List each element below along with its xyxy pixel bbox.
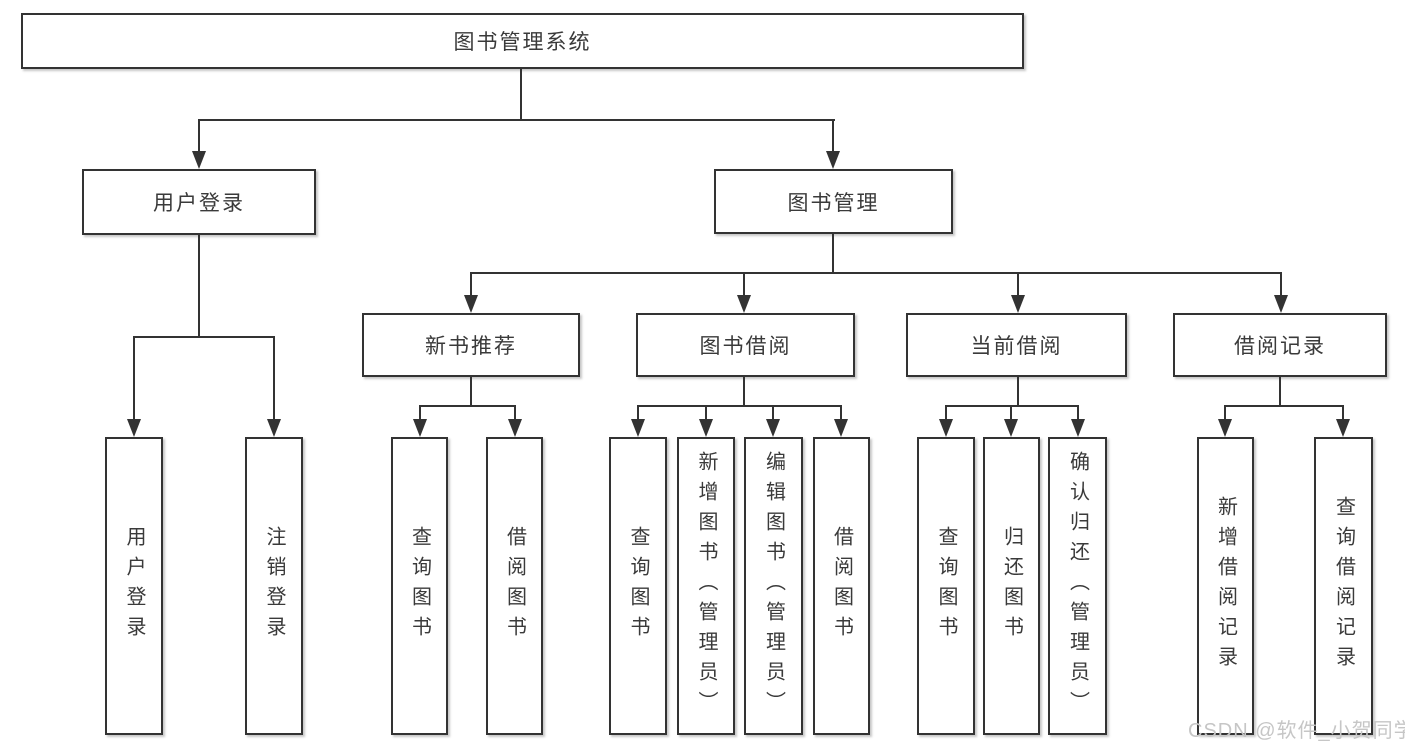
connector-line — [1342, 405, 1344, 421]
connector-line — [419, 405, 421, 421]
connector-line — [743, 376, 745, 407]
leaf-query-borrow-record: 查询借阅记录 — [1314, 437, 1373, 735]
connector-line — [1224, 405, 1226, 421]
node-user-login: 用户登录 — [82, 169, 316, 235]
leaf-add-book-admin: 新增图书（管理员） — [677, 437, 735, 735]
arrow-down-icon — [834, 419, 848, 437]
arrow-down-icon — [699, 419, 713, 437]
arrow-down-icon — [508, 419, 522, 437]
arrow-down-icon — [1274, 295, 1288, 313]
leaf-borrow-books-recommend: 借阅图书 — [486, 437, 543, 735]
connector-line — [945, 405, 1079, 407]
arrow-down-icon — [192, 151, 206, 169]
arrow-down-icon — [1011, 295, 1025, 313]
arrow-down-icon — [737, 295, 751, 313]
connector-line — [1280, 272, 1282, 297]
leaf-add-borrow-record: 新增借阅记录 — [1197, 437, 1254, 735]
leaf-return-books: 归还图书 — [983, 437, 1040, 735]
connector-line — [1010, 405, 1012, 421]
leaf-logout: 注销登录 — [245, 437, 303, 735]
connector-line — [637, 405, 639, 421]
connector-line — [273, 336, 275, 421]
node-book-borrow: 图书借阅 — [636, 313, 855, 377]
connector-line — [637, 405, 842, 407]
arrow-down-icon — [413, 419, 427, 437]
connector-line — [419, 405, 516, 407]
leaf-query-books-current: 查询图书 — [917, 437, 975, 735]
connector-line — [198, 119, 200, 153]
connector-line — [470, 272, 472, 297]
connector-line — [1017, 272, 1019, 297]
connector-line — [772, 405, 774, 421]
arrow-down-icon — [939, 419, 953, 437]
connector-line — [1017, 376, 1019, 407]
connector-line — [198, 119, 835, 121]
connector-line — [514, 405, 516, 421]
arrow-down-icon — [631, 419, 645, 437]
connector-line — [743, 272, 745, 297]
arrow-down-icon — [1218, 419, 1232, 437]
leaf-borrow-books: 借阅图书 — [813, 437, 870, 735]
node-borrow-records: 借阅记录 — [1173, 313, 1387, 377]
node-book-management: 图书管理 — [714, 169, 953, 234]
connector-line — [198, 234, 200, 338]
connector-line — [705, 405, 707, 421]
arrow-down-icon — [127, 419, 141, 437]
arrow-down-icon — [826, 151, 840, 169]
connector-line — [832, 119, 834, 153]
arrow-down-icon — [1336, 419, 1350, 437]
connector-line — [133, 336, 135, 421]
arrow-down-icon — [1071, 419, 1085, 437]
node-new-book-recommend: 新书推荐 — [362, 313, 580, 377]
leaf-user-login: 用户登录 — [105, 437, 163, 735]
connector-line — [840, 405, 842, 421]
arrow-down-icon — [1004, 419, 1018, 437]
connector-line — [133, 336, 275, 338]
connector-line — [470, 376, 472, 407]
leaf-edit-book-admin: 编辑图书（管理员） — [744, 437, 803, 735]
connector-line — [470, 272, 1282, 274]
leaf-confirm-return-admin: 确认归还（管理员） — [1048, 437, 1107, 735]
node-root-library-system: 图书管理系统 — [21, 13, 1024, 69]
connector-line — [945, 405, 947, 421]
connector-line — [1077, 405, 1079, 421]
arrow-down-icon — [766, 419, 780, 437]
leaf-query-books-recommend: 查询图书 — [391, 437, 448, 735]
connector-line — [832, 232, 834, 274]
node-current-borrow: 当前借阅 — [906, 313, 1127, 377]
connector-line — [1224, 405, 1344, 407]
leaf-query-books-borrow: 查询图书 — [609, 437, 667, 735]
connector-line — [1279, 376, 1281, 407]
connector-line — [520, 68, 522, 121]
arrow-down-icon — [464, 295, 478, 313]
arrow-down-icon — [267, 419, 281, 437]
csdn-watermark: CSDN @软件_小贺同学 — [1188, 720, 1405, 742]
